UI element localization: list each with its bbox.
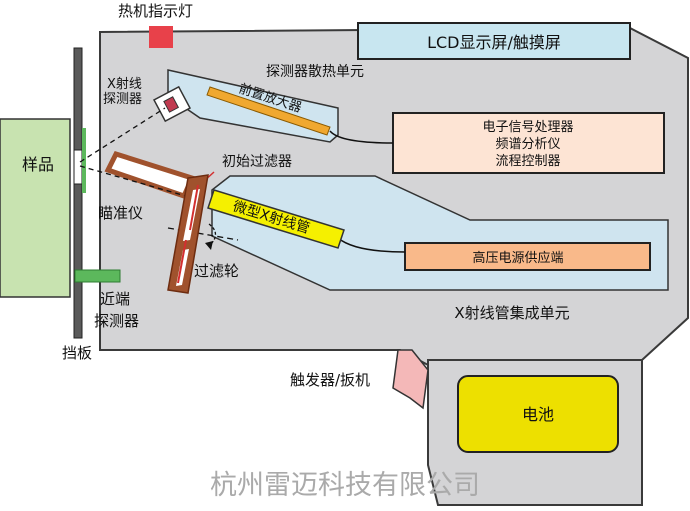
sample-label: 样品 [22,155,54,174]
signal-processing-box [392,112,665,174]
heat-indicator-lamp [149,26,173,48]
proximity-detector-bar [74,269,121,283]
xray-detector-label-2: 探测器 [103,92,142,107]
rotation-arrow-icon [208,223,217,247]
preamp-to-signal-wire [329,130,394,144]
shutter-green-tab [82,128,86,193]
shutter-plate [73,47,83,339]
filter-wheel-red-mark-top [189,184,199,231]
company-watermark: 杭州雷迈科技有限公司 [210,470,480,501]
shutter-window [73,149,83,185]
xray-detector-crystal [163,96,180,113]
detector-cooling-label: 探测器散热单元 [266,64,364,80]
tube-assembly-label: X射线管集成单元 [454,304,569,322]
lcd-screen [357,22,631,60]
sample-block [0,118,71,298]
xray-detector-label-1: X射线 [107,76,142,92]
preamplifier-bar [206,86,331,136]
filter-wheel-label: 过滤轮 [194,262,239,280]
beam-detector-path [79,107,166,163]
tube-to-hv-wire [337,237,406,253]
signal-line-3: 流程控制器 [495,154,560,169]
beam-source-path [79,165,201,201]
micro-xray-tube [207,189,345,249]
proximity-label-1: 近端 [100,290,130,308]
signal-line-2: 频谱分析仪 [495,137,560,152]
lcd-label: LCD显示屏/触摸屏 [427,33,561,52]
proximity-label-2: 探测器 [94,312,139,330]
primary-filter-label: 初始过滤器 [222,153,292,170]
collimator-label: 瞄准仪 [98,204,143,222]
hv-supply-label: 高压电源供应端 [472,250,563,266]
heat-indicator-label: 热机指示灯 [118,2,193,20]
filter-wheel-red-mark-bottom [177,239,187,284]
battery-label: 电池 [522,405,554,424]
battery-pack [457,375,619,453]
hv-supply-box [404,242,651,271]
shutter-label: 挡板 [62,344,92,362]
trigger-button [392,349,429,410]
trigger-label: 触发器/扳机 [290,371,370,389]
rotation-arrowhead-icon [205,241,213,250]
signal-line-1: 电子信号处理器 [482,120,573,135]
